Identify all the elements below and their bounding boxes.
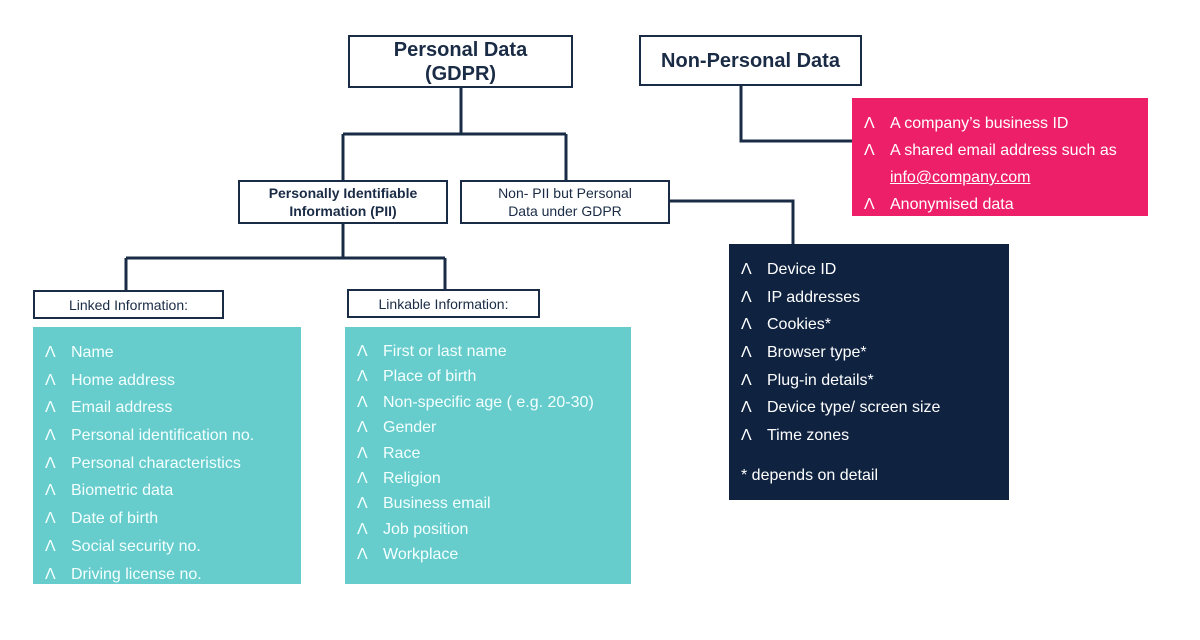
caret-bullet-icon: Λ	[357, 393, 368, 411]
linkable-information-label-box: Linkable Information:	[347, 289, 540, 318]
connector-nonpii-to-list	[670, 199, 795, 244]
caret-bullet-icon: Λ	[357, 444, 368, 462]
caret-bullet-icon: Λ	[864, 115, 875, 132]
list-item: info@company.com	[864, 164, 1148, 191]
linked-information-label: Linked Information:	[68, 296, 189, 313]
caret-bullet-icon: Λ	[357, 520, 368, 538]
caret-bullet-icon: Λ	[357, 495, 368, 513]
caret-bullet-icon: Λ	[45, 427, 56, 445]
caret-bullet-icon: Λ	[741, 427, 752, 445]
email-link[interactable]: info@company.com	[890, 169, 1031, 186]
connector-pii-to-lists	[124, 224, 447, 290]
personal-data-subtitle: (GDPR)	[424, 62, 497, 85]
non-pii-box: Non- PII but Personal Data under GDPR	[460, 180, 670, 224]
caret-bullet-icon: Λ	[357, 368, 368, 386]
pii-title-line2: Information (PII)	[289, 203, 397, 219]
non-personal-data-box: Non-Personal Data	[639, 35, 862, 86]
footnote: * depends on detail	[741, 466, 878, 484]
caret-bullet-icon: Λ	[45, 399, 56, 417]
connector-root-to-branches	[341, 88, 568, 180]
caret-bullet-icon: Λ	[45, 344, 56, 361]
caret-bullet-icon: Λ	[864, 142, 875, 159]
caret-bullet-icon: Λ	[45, 537, 56, 555]
list-item: Λ A company’s business ID	[864, 110, 1148, 137]
caret-bullet-icon: Λ	[357, 546, 368, 564]
personal-data-title: Personal Data	[393, 38, 528, 61]
caret-bullet-icon: Λ	[45, 510, 56, 528]
non-personal-data-title: Non-Personal Data	[661, 49, 840, 72]
pii-title-line1: Personally Identifiable	[268, 185, 418, 201]
linkable-information-label: Linkable Information:	[378, 295, 509, 312]
personal-data-box: Personal Data (GDPR)	[348, 35, 573, 88]
caret-bullet-icon: Λ	[357, 469, 368, 487]
caret-bullet-icon: Λ	[357, 419, 368, 437]
caret-bullet-icon: Λ	[741, 371, 752, 389]
connector-nonpersonal-to-list	[739, 86, 852, 143]
non-pii-title-line1: Non- PII but Personal	[498, 185, 632, 201]
caret-bullet-icon: Λ	[45, 482, 56, 500]
list-item: Λ Anonymised data	[864, 191, 1148, 218]
caret-bullet-icon: Λ	[741, 399, 752, 417]
caret-bullet-icon: Λ	[45, 371, 56, 389]
caret-bullet-icon: Λ	[741, 261, 752, 278]
caret-bullet-icon: Λ	[45, 565, 56, 583]
caret-bullet-icon: Λ	[741, 316, 752, 334]
caret-bullet-icon: Λ	[357, 343, 368, 360]
non-pii-title-line2: Data under GDPR	[508, 203, 622, 219]
pii-box: Personally Identifiable Information (PII…	[238, 180, 448, 224]
caret-bullet-icon: Λ	[741, 288, 752, 306]
non-personal-examples-panel: Λ A company’s business ID Λ A shared ema…	[852, 98, 1148, 216]
caret-bullet-icon: Λ	[741, 344, 752, 362]
caret-bullet-icon: Λ	[45, 454, 56, 472]
caret-bullet-icon: Λ	[864, 196, 875, 213]
list-item: Λ A shared email address such as	[864, 137, 1148, 164]
linked-information-label-box: Linked Information:	[33, 290, 224, 319]
